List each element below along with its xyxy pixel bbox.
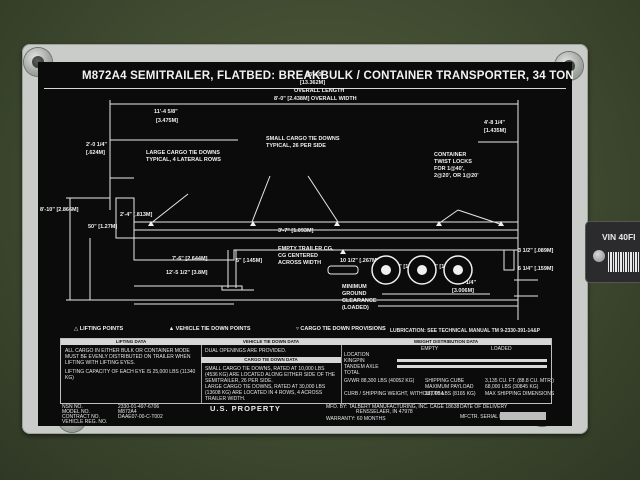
lifting-cell: LIFTING DATA ALL CARGO IN EITHER BULK OR… (61, 339, 202, 403)
vin-plate: VIN 40FI (585, 221, 640, 283)
trailer-drawing (66, 100, 538, 320)
payload: 68,000 LBS (30845 KG) (485, 384, 539, 390)
cargo-tie-header: CARGO TIE DOWN DATA (201, 357, 341, 363)
curb-value: 18,000 LBS (8165 KG) (425, 391, 476, 397)
ten-inch-dim: 10 1/2" [.267M] (340, 258, 379, 264)
ship-cube: SHIPPING CUBE (425, 378, 465, 384)
lifting-capacity: LIFTING CAPACITY OF EACH EYE IS 25,000 L… (65, 369, 196, 381)
manufacturer-city: RENSSELAER, IN 47978 (356, 409, 413, 415)
callout-container-locks: CONTAINER TWIST LOCKS FOR 1@40', 2@20', … (434, 152, 479, 179)
lifting-text: ALL CARGO IN EITHER BULK OR CONTAINER MO… (65, 348, 191, 366)
overall-length-ft: 43'-10" (306, 72, 324, 78)
us-property: U.S. PROPERTY (210, 404, 281, 413)
cube-value: 3,135 CU. FT. (88.8 CU. MTR.) (485, 378, 554, 384)
serial-box (500, 412, 546, 420)
overall-width: 8'-0" [2.438M] OVERALL WIDTH (274, 96, 357, 102)
legend-vehicle-tie-label: VEHICLE TIE DOWN POINTS (175, 326, 251, 332)
callout-empty-cg: EMPTY TRAILER CG, CG CENTERED ACROSS WID… (278, 246, 334, 266)
contract-value: DAAE07-00-C-T002 (118, 414, 163, 420)
rear-m: [3.006M] (452, 288, 475, 294)
cargo-large-text: LARGE CARGO TIE DOWNS, RATED AT 30,000 L… (205, 384, 326, 402)
vehicle-tie-header: VEHICLE TIE DOWN DATA (201, 339, 341, 345)
plate-title: M872A4 SEMITRAILER, FLATBED: BREAKBULK /… (82, 70, 574, 82)
axle-b-dim: 4'-2" [1.27M] (426, 264, 459, 270)
plate-face: M872A4 SEMITRAILER, FLATBED: BREAKBULK /… (38, 62, 574, 426)
info-table: LIFTING DATA ALL CARGO IN EITHER BULK OR… (60, 338, 555, 404)
height-mid: 50" [1.27M] (88, 224, 118, 230)
weight-row-bar (397, 359, 547, 362)
weight-row-1: KINGPIN (344, 358, 365, 364)
front-ft: 2'-0 1/4" (86, 142, 108, 148)
weight-row-bar (397, 365, 547, 368)
contract-label: CONTRACT NO. (62, 414, 100, 420)
curb-weight: CURB / SHIPPING WEIGHT, WITHOUT TBA (344, 391, 445, 397)
kingpin-dim: 12'-5 1/2" [3.8M] (166, 270, 208, 276)
gvwr: GVWR 88,300 LBS (40052 KG) (344, 378, 415, 384)
legend-cargo-tie: ▿ CARGO TIE DOWN PROVISIONS (296, 326, 386, 332)
vehicle-reg-label: VEHICLE REG. NO. (62, 419, 108, 425)
max-ship: MAX SHIPPING DIMENSIONS (485, 391, 555, 397)
weight-col-loaded: LOADED (491, 346, 512, 352)
rear-top-ft: 4'-8 1/4" (484, 120, 506, 126)
callout-min-ground: MINIMUM GROUND CLEARANCE (LOADED) (342, 284, 377, 311)
cargo-small-text: SMALL CARGO TIE DOWNS, RATED AT 10,000 L… (205, 366, 336, 384)
legend-cargo-tie-label: CARGO TIE DOWN PROVISIONS (300, 326, 386, 332)
weight-row-3: TOTAL (344, 370, 360, 376)
callout-large-tie-downs: LARGE CARGO TIE DOWNS TYPICAL, 4 LATERAL… (146, 150, 221, 163)
lubrication-note: LUBRICATION: SEE TECHNICAL MANUAL TM 9-2… (390, 328, 541, 334)
rear-top-m: [1.435M] (484, 128, 507, 134)
nsn-value: 2330-01-497-6706 (118, 404, 160, 410)
manufacturer: MFD. BY: TALBERT MANUFACTURING, INC. CAG… (326, 404, 460, 410)
model-label: MODEL NO. (62, 409, 90, 415)
weight-col-empty: EMPTY (421, 346, 439, 352)
legend-lifting-label: LIFTING POINTS (79, 326, 124, 332)
ship-mode: MAXIMUM PAYLOAD (425, 384, 474, 390)
callout-small-tie-downs: SMALL CARGO TIE DOWNS TYPICAL, 26 PER SI… (266, 136, 340, 149)
weight-row-0: LOCATION (344, 352, 370, 358)
warranty: WARRANTY: 60 MONTHS (326, 416, 386, 422)
weight-header: WEIGHT DISTRIBUTION DATA (341, 339, 551, 345)
coupler-a: 2'-4" [.813M] (120, 212, 153, 218)
gap-a: 5" [.145M] (236, 258, 263, 264)
vin-plate-rivet (593, 250, 605, 262)
model-value: M872A4 (118, 409, 137, 415)
r1-dim: 3 1/2" [.089M] (518, 248, 554, 254)
overall-length-m: [13.362M] (300, 80, 326, 86)
legend: △ LIFTING POINTS ▲ VEHICLE TIE DOWN POIN… (74, 326, 430, 332)
r2-dim: 6 1/4" [.159M] (518, 266, 554, 272)
overall-length-label: OVERALL LENGTH (294, 88, 345, 94)
vehicle-tie-text: DUAL OPENINGS ARE PROVIDED. (205, 348, 287, 354)
deck-a-ft: 11'-4 5/8" (154, 109, 178, 115)
barcode (608, 252, 640, 272)
title-rule (44, 88, 566, 89)
plate-footer: NSN NO. 2330-01-497-6706 MODEL NO. M872A… (60, 404, 550, 425)
nsn-label: NSN NO. (62, 404, 83, 410)
delivery-label: DATE OF DELIVERY (460, 404, 508, 410)
coupler-b: 7'-6" [2.644M] (172, 256, 208, 262)
lifting-header: LIFTING DATA (61, 339, 201, 345)
legend-lifting: △ LIFTING POINTS (74, 326, 124, 332)
weight-row-2: TANDEM AXLE (344, 364, 379, 370)
vin-text: VIN 40FI (602, 232, 636, 242)
height-left: 8'-10" [2.866M] (40, 207, 79, 213)
tie-cell: VEHICLE TIE DOWN DATA DUAL OPENINGS ARE … (201, 339, 342, 403)
deck-a-m: [3.475M] (156, 118, 179, 124)
ground-clearance-dim: 3'-7" [1.093M] (278, 228, 314, 234)
serial-label: MFCTR. SERIAL NO. (460, 414, 509, 420)
front-m: [.624M] (86, 150, 105, 156)
legend-vehicle-tie: ▲ VEHICLE TIE DOWN POINTS (168, 326, 251, 332)
weight-cell: WEIGHT DISTRIBUTION DATA EMPTY LOADED LO… (341, 339, 555, 403)
axle-a-dim: 4'-2" [1.27M] (390, 264, 423, 270)
